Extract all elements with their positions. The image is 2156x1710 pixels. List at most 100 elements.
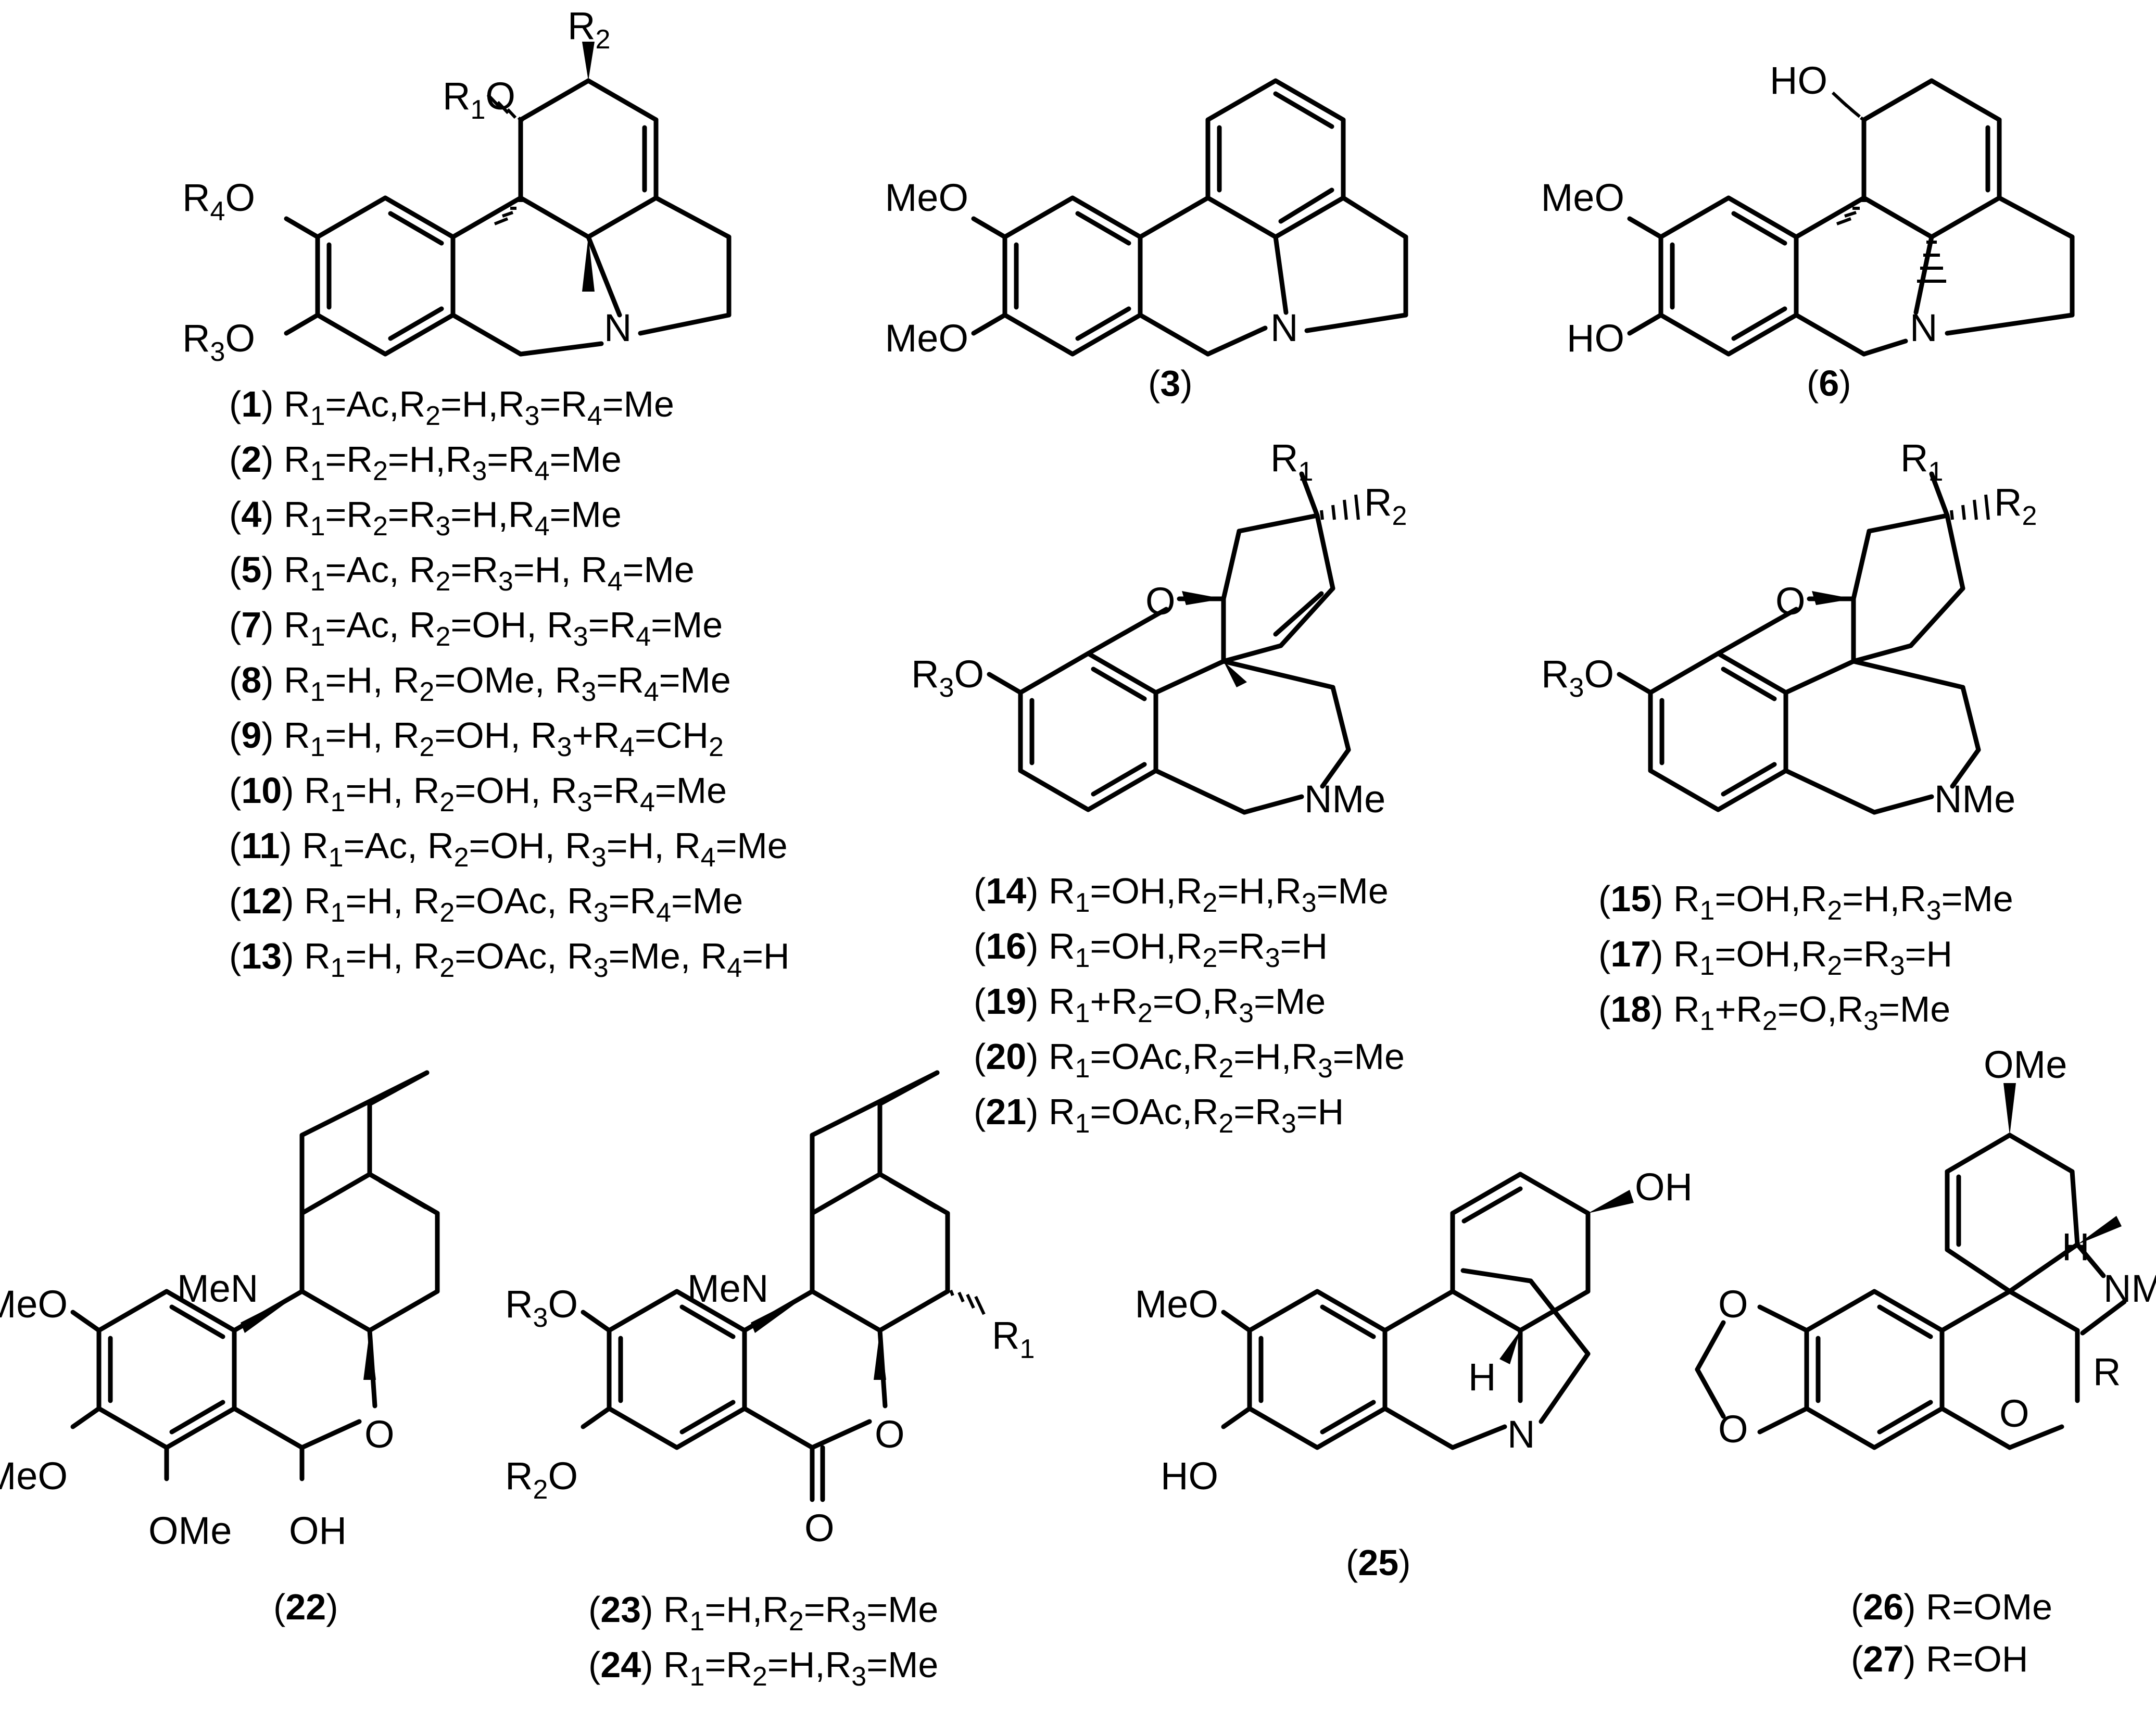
structure-3: MeO MeO N xyxy=(885,78,1408,360)
compound-number: 13 xyxy=(241,936,282,976)
caption-block-1: (1) R1=Ac,R2=H,R3=R4=Me (2) R1=R2=H,R3=R4… xyxy=(229,384,790,983)
compound-caption-line: (1) R1=Ac,R2=H,R3=R4=Me xyxy=(229,384,674,431)
compound-caption-line: (27) R=OH xyxy=(1851,1639,2028,1679)
compound-number: 23 xyxy=(600,1589,641,1630)
caption-block-26: (26) R=OMe (27) R=OH xyxy=(1851,1587,2052,1679)
atom-label: R xyxy=(2093,1350,2121,1393)
atom-label: MeO xyxy=(885,317,968,360)
compound-number: 26 xyxy=(1863,1587,1903,1627)
atom-label: R4O xyxy=(182,176,255,227)
caption-block-6: (6) xyxy=(1807,363,1851,404)
compound-caption-line: (5) R1=Ac, R2=R3=H, R4=Me xyxy=(229,549,695,597)
atom-label: R1 xyxy=(992,1314,1035,1364)
atom-label: R2 xyxy=(1994,481,2037,531)
atom-label: R2O xyxy=(505,1454,578,1505)
atom-label: O xyxy=(1775,580,1806,623)
atom-label: HO xyxy=(1770,59,1827,102)
compound-caption-line: (13) R1=H, R2=OAc, R3=Me, R4=H xyxy=(229,936,790,983)
compound-caption-line: (2) R1=R2=H,R3=R4=Me xyxy=(229,439,622,486)
atom-label: HO xyxy=(1567,317,1624,360)
compound-caption-line: (22) xyxy=(273,1587,338,1627)
atom-label: O xyxy=(875,1413,905,1456)
compound-number: 19 xyxy=(986,981,1026,1022)
compound-number: 6 xyxy=(1819,363,1839,404)
structure-6: HO MeO HO N xyxy=(1541,59,2075,360)
atom-label: H xyxy=(1468,1355,1496,1399)
atom-label: OMe xyxy=(148,1509,232,1552)
compound-number: 18 xyxy=(1610,989,1651,1029)
atom-label: R1O xyxy=(443,74,515,125)
compound-caption-line: (12) R1=H, R2=OAc, R3=R4=Me xyxy=(229,881,743,928)
compound-number: 10 xyxy=(241,770,282,811)
caption-block-23: (23) R1=H,R2=R3=Me(24) R1=R2=H,R3=Me xyxy=(588,1589,938,1692)
compound-number: 8 xyxy=(241,660,261,700)
compound-caption-line: (16) R1=OH,R2=R3=H xyxy=(974,926,1328,973)
compound-caption-line: (26) R=OMe xyxy=(1851,1587,2052,1627)
compound-number: 2 xyxy=(241,439,261,480)
atom-label: R1 xyxy=(1900,436,1943,487)
compound-number: 14 xyxy=(986,871,1026,911)
atom-label: R1 xyxy=(1270,436,1313,487)
atom-label: NMe xyxy=(1304,777,1385,821)
compound-number: 11 xyxy=(241,825,280,866)
atom-label: O xyxy=(1718,1282,1748,1326)
compound-caption-line: (18) R1+R2=O,R3=Me xyxy=(1598,989,1950,1036)
compound-number: 1 xyxy=(241,384,261,424)
atom-label: MeN xyxy=(177,1267,258,1310)
compound-caption-line: (24) R1=R2=H,R3=Me xyxy=(588,1644,938,1692)
compound-caption-line: (9) R1=H, R2=OH, R3+R4=CH2 xyxy=(229,715,724,762)
compound-number: 15 xyxy=(1610,878,1651,919)
atom-label: MeO xyxy=(0,1282,68,1326)
atom-label: R3O xyxy=(505,1282,578,1333)
atom-label: N xyxy=(604,306,632,349)
atom-label: O xyxy=(364,1413,395,1456)
atom-label: OMe xyxy=(1984,1043,2067,1086)
atom-label: N xyxy=(1270,306,1298,349)
atom-label: R2 xyxy=(568,4,610,55)
compound-number: 27 xyxy=(1863,1639,1903,1679)
structure-14: R1 R2 O R3O NMe xyxy=(911,436,1407,821)
compound-number: 22 xyxy=(285,1587,326,1627)
atom-label: MeO xyxy=(1541,176,1624,219)
compound-number: 16 xyxy=(986,926,1026,966)
atom-label: NMe xyxy=(2103,1267,2156,1310)
atom-label: OH xyxy=(289,1509,347,1552)
compound-caption-line: (3) xyxy=(1148,363,1193,404)
structure-1: R1O R2 R4O R3O N xyxy=(182,4,732,367)
compound-caption-line: (21) R1=OAc,R2=R3=H xyxy=(974,1091,1344,1139)
structure-25: MeO HO OH H N xyxy=(1135,1165,1693,1498)
atom-label: O xyxy=(1145,580,1176,623)
atom-label: MeO xyxy=(1135,1282,1218,1326)
atom-label: R3O xyxy=(911,652,984,703)
caption-block-25: (25) xyxy=(1346,1542,1411,1583)
compound-number: 4 xyxy=(241,494,261,535)
caption-block-3: (3) xyxy=(1148,363,1193,404)
compound-number: 24 xyxy=(600,1644,641,1685)
structure-22: MeN MeO MeO OMe OH O xyxy=(0,1070,440,1552)
hashed-bond xyxy=(486,93,524,123)
compound-caption-line: (7) R1=Ac, R2=OH, R3=R4=Me xyxy=(229,605,723,652)
compound-number: 17 xyxy=(1610,934,1651,974)
caption-block-22: (22) xyxy=(273,1587,338,1627)
compound-caption-line: (11) R1=Ac, R2=OH, R3=H, R4=Me xyxy=(229,825,788,873)
compound-number: 3 xyxy=(1160,363,1180,404)
atom-label: O xyxy=(1999,1392,2029,1435)
atom-label: OH xyxy=(1635,1165,1693,1209)
caption-block-15: (15) R1=OH,R2=H,R3=Me(17) R1=OH,R2=R3=H(… xyxy=(1598,878,2013,1036)
atom-label: R2 xyxy=(1364,481,1407,531)
compound-number: 9 xyxy=(241,715,261,756)
atom-label: MeO xyxy=(885,176,968,219)
compound-caption-line: (20) R1=OAc,R2=H,R3=Me xyxy=(974,1036,1405,1084)
atom-label: N xyxy=(1507,1413,1535,1456)
compound-caption-line: (6) xyxy=(1807,363,1851,404)
caption-block-14: (14) R1=OH,R2=H,R3=Me(16) R1=OH,R2=R3=H(… xyxy=(974,871,1405,1139)
atom-label: MeN xyxy=(687,1267,768,1310)
atom-label: HO xyxy=(1161,1454,1218,1498)
atom-label: R3O xyxy=(182,317,255,367)
compound-number: 12 xyxy=(241,881,282,921)
compound-caption-line: (8) R1=H, R2=OMe, R3=R4=Me xyxy=(229,660,731,707)
compound-caption-line: (15) R1=OH,R2=H,R3=Me xyxy=(1598,878,2013,926)
structure-23: MeN R3O R2O R1 O O xyxy=(505,1070,1035,1550)
